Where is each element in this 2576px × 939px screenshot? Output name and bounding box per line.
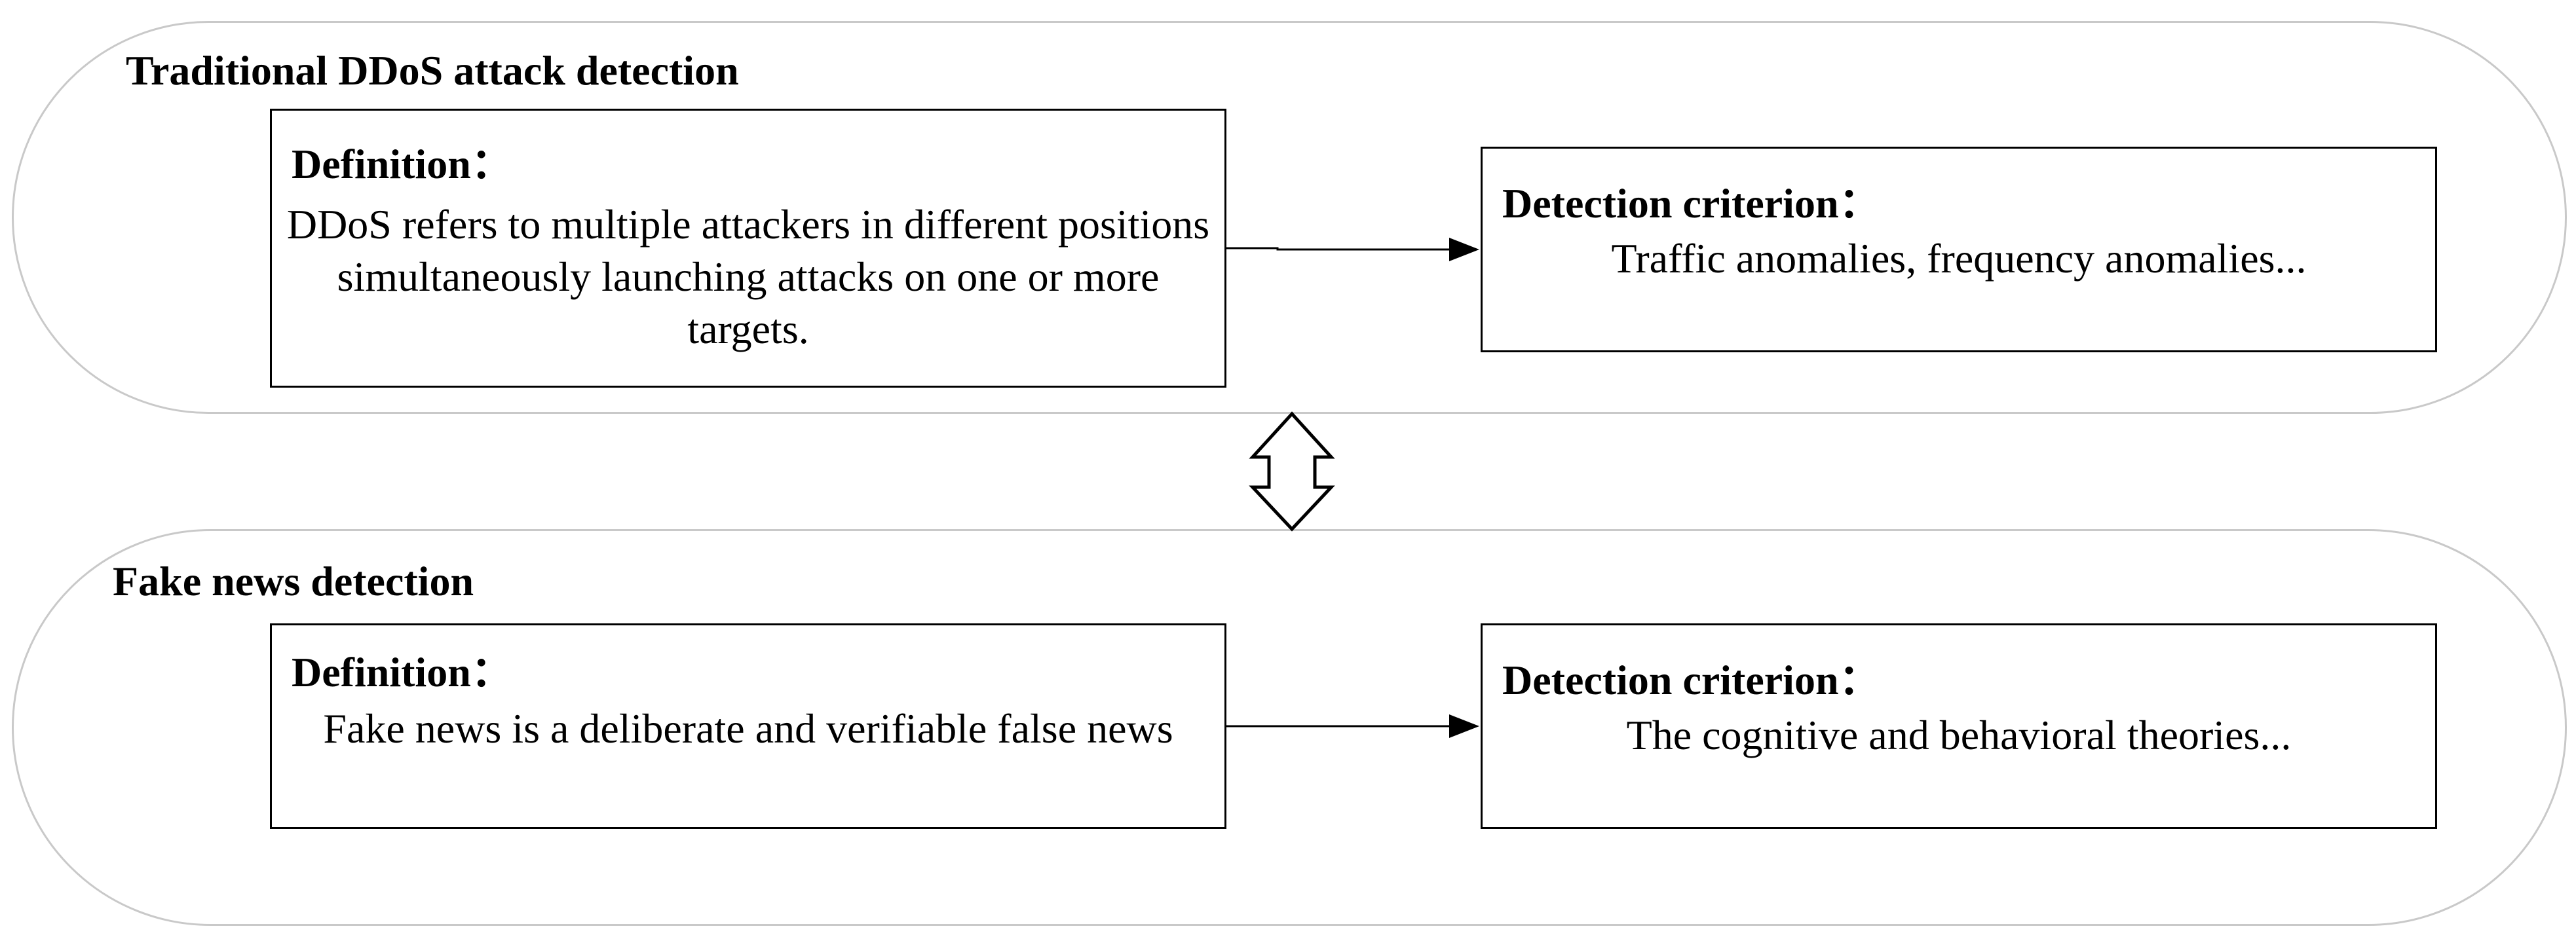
fake-news-criterion-heading: Detection criterion：	[1502, 657, 1881, 703]
ddos-criterion-heading: Detection criterion：	[1502, 180, 1881, 227]
fake-news-title: Fake news detection	[113, 558, 474, 604]
ddos-criterion-text: Traffic anomalies, frequency anomalies..…	[1611, 235, 2307, 282]
fake-news-criterion-text: The cognitive and behavioral theories...	[1626, 712, 2292, 758]
bidirectional-arrow-icon	[1249, 411, 1335, 532]
fake-news-criterion-box: Detection criterion： The cognitive and b…	[1481, 623, 2437, 829]
ddos-criterion-box: Detection criterion： Traffic anomalies, …	[1481, 147, 2437, 352]
ddos-definition-text: DDoS refers to multiple attackers in dif…	[286, 201, 1210, 352]
fake-news-definition-text: Fake news is a deliberate and verifiable…	[323, 705, 1173, 752]
ddos-definition-box: Definition： DDoS refers to multiple atta…	[270, 109, 1226, 388]
fake-news-definition-box: Definition： Fake news is a deliberate an…	[270, 623, 1226, 829]
fake-news-definition-heading: Definition：	[292, 649, 513, 695]
traditional-ddos-title: Traditional DDoS attack detection	[126, 47, 739, 94]
ddos-definition-heading: Definition：	[292, 141, 513, 187]
